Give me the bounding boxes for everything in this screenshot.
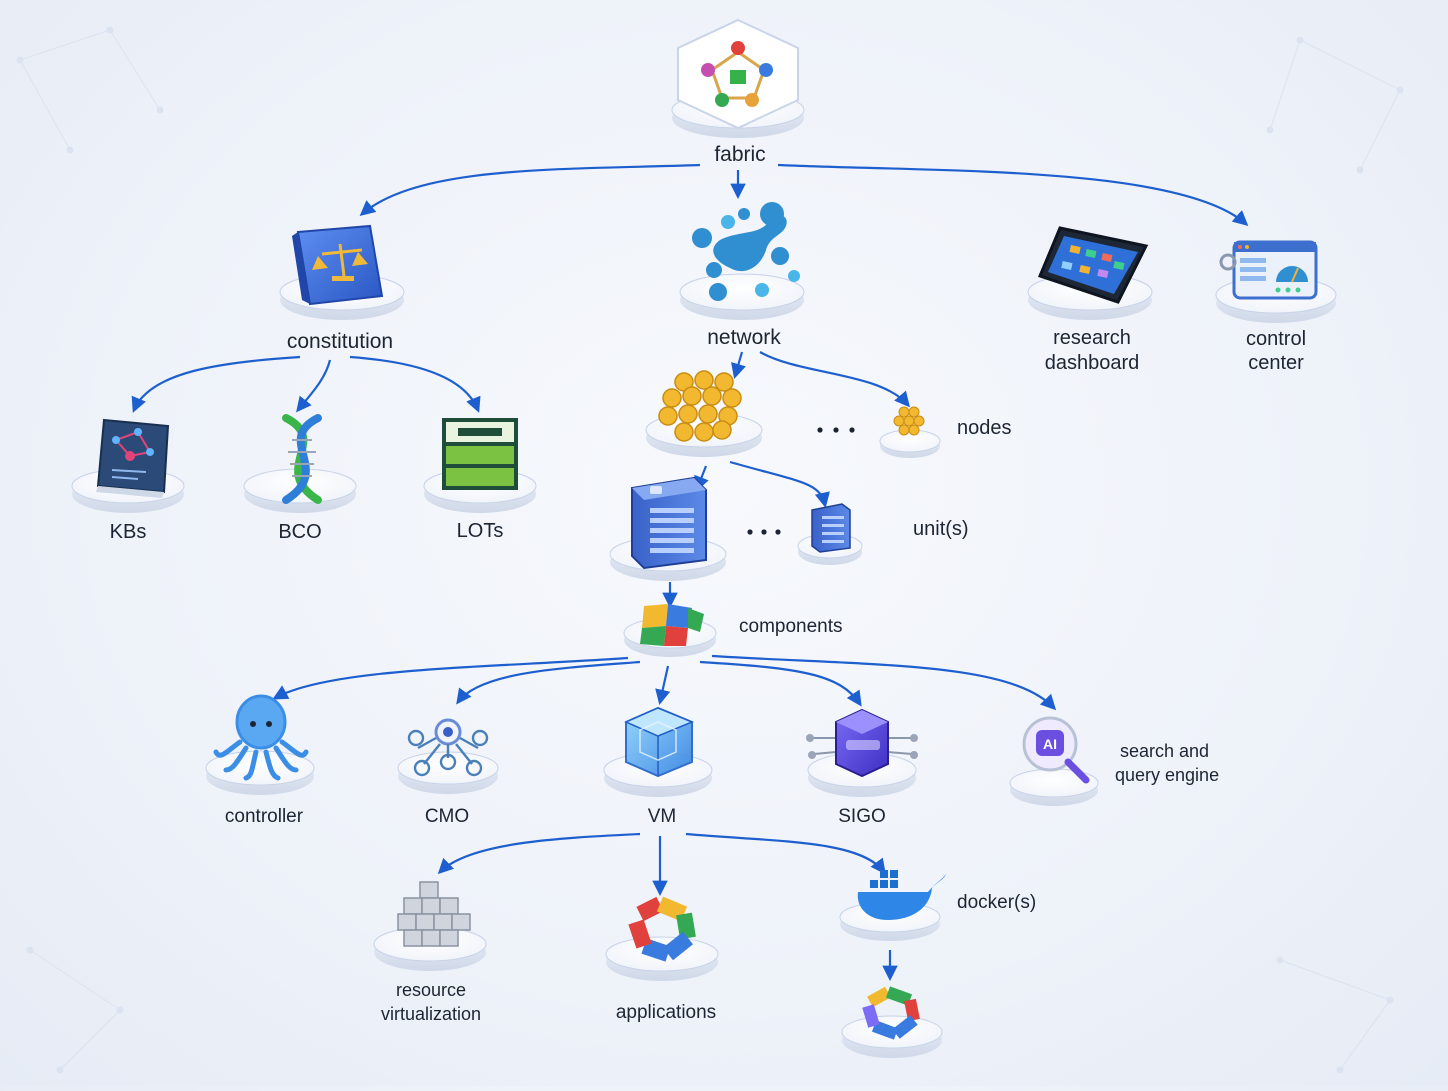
resource-virtualization-blocks-icon bbox=[397, 881, 471, 947]
resource-virtualization-label-line1: resource bbox=[395, 980, 467, 1000]
network-label: network bbox=[707, 326, 781, 349]
components-label: components bbox=[739, 616, 843, 637]
arrow-constitution-kbs bbox=[131, 355, 301, 413]
nodes-small-cluster-icon bbox=[893, 406, 925, 436]
ellipsis-nodes bbox=[817, 427, 855, 433]
components-puzzle-icon bbox=[640, 604, 704, 646]
connector-arrows bbox=[131, 163, 1249, 982]
arrow-vm-resource bbox=[437, 832, 641, 875]
nodes-label: nodes bbox=[957, 417, 1012, 439]
arrow-cluster-unit bbox=[729, 460, 830, 509]
lots-label: LOTs bbox=[456, 520, 504, 542]
applications-label: applications bbox=[615, 1002, 717, 1023]
controller-label: controller bbox=[224, 806, 304, 827]
units-label: unit(s) bbox=[913, 518, 969, 540]
pedestal-nodes bbox=[879, 429, 941, 458]
lots-stacked-layers-icon bbox=[442, 418, 518, 490]
sigo-processor-cube-icon bbox=[806, 708, 918, 778]
pedestal-search bbox=[1009, 768, 1099, 806]
bco-dna-helix-icon bbox=[282, 414, 322, 504]
constitution-book-icon bbox=[292, 224, 384, 306]
arrow-components-search bbox=[711, 654, 1057, 711]
control-center-label-line2: center bbox=[1248, 352, 1304, 374]
arrow-fabric-constitution bbox=[359, 163, 701, 216]
vm-label: VM bbox=[647, 806, 677, 827]
fabric-hub-icon bbox=[677, 18, 799, 130]
pedestal-network bbox=[679, 273, 805, 320]
arrow-components-vm bbox=[655, 665, 671, 706]
arrow-constitution-lots bbox=[349, 355, 481, 413]
search-ai-badge-text: AI bbox=[1043, 736, 1057, 752]
pedestal-controller bbox=[205, 750, 315, 795]
background-network bbox=[16, 26, 1404, 1074]
search-ai-magnifier-icon bbox=[1022, 716, 1090, 784]
docker-whale-icon bbox=[857, 870, 946, 920]
fabric-label: fabric bbox=[714, 143, 766, 166]
docker-app-ring-icon bbox=[862, 986, 920, 1040]
cmo-network-gear-icon bbox=[407, 718, 489, 777]
arrow-components-cmo bbox=[456, 660, 641, 705]
arrow-components-controller bbox=[272, 656, 629, 700]
applications-ring-icon bbox=[628, 896, 696, 962]
pedestal-cmo bbox=[397, 751, 499, 794]
ellipsis-units bbox=[747, 529, 781, 535]
server-rack-icon bbox=[631, 476, 707, 570]
search-engine-label-line2: query engine bbox=[1115, 765, 1220, 785]
controller-octopus-icon bbox=[213, 694, 309, 781]
network-molecule-icon bbox=[692, 202, 800, 301]
bco-label: BCO bbox=[278, 521, 322, 543]
arrow-fabric-control-center bbox=[777, 163, 1249, 227]
research-dashboard-label-line2: dashboard bbox=[1044, 352, 1140, 374]
pedestal-bco bbox=[243, 468, 357, 513]
constitution-label: constitution bbox=[286, 330, 394, 353]
sigo-label: SIGO bbox=[838, 806, 886, 827]
control-center-label-line1: control bbox=[1245, 328, 1307, 350]
search-engine-label-line1: search and bbox=[1120, 741, 1210, 761]
arrow-vm-docker bbox=[685, 832, 886, 875]
arrow-network-cluster bbox=[731, 351, 746, 379]
vm-cube-icon bbox=[624, 706, 694, 778]
control-center-monitor-icon bbox=[1219, 240, 1318, 300]
dockers-label: docker(s) bbox=[957, 892, 1037, 913]
research-dashboard-label-line1: research bbox=[1053, 327, 1131, 349]
unit-server-icon bbox=[811, 503, 851, 553]
arrow-network-nodes bbox=[759, 351, 910, 408]
cmo-label: CMO bbox=[424, 806, 470, 827]
kbs-knowledge-book-icon bbox=[96, 418, 170, 498]
resource-virtualization-label-line2: virtualization bbox=[380, 1004, 482, 1024]
node-cluster-icon bbox=[658, 370, 742, 442]
research-dashboard-tablet-icon bbox=[1037, 226, 1149, 304]
arrow-constitution-bco bbox=[296, 359, 332, 413]
kbs-label: KBs bbox=[109, 521, 147, 543]
arrow-components-sigo bbox=[699, 660, 862, 707]
